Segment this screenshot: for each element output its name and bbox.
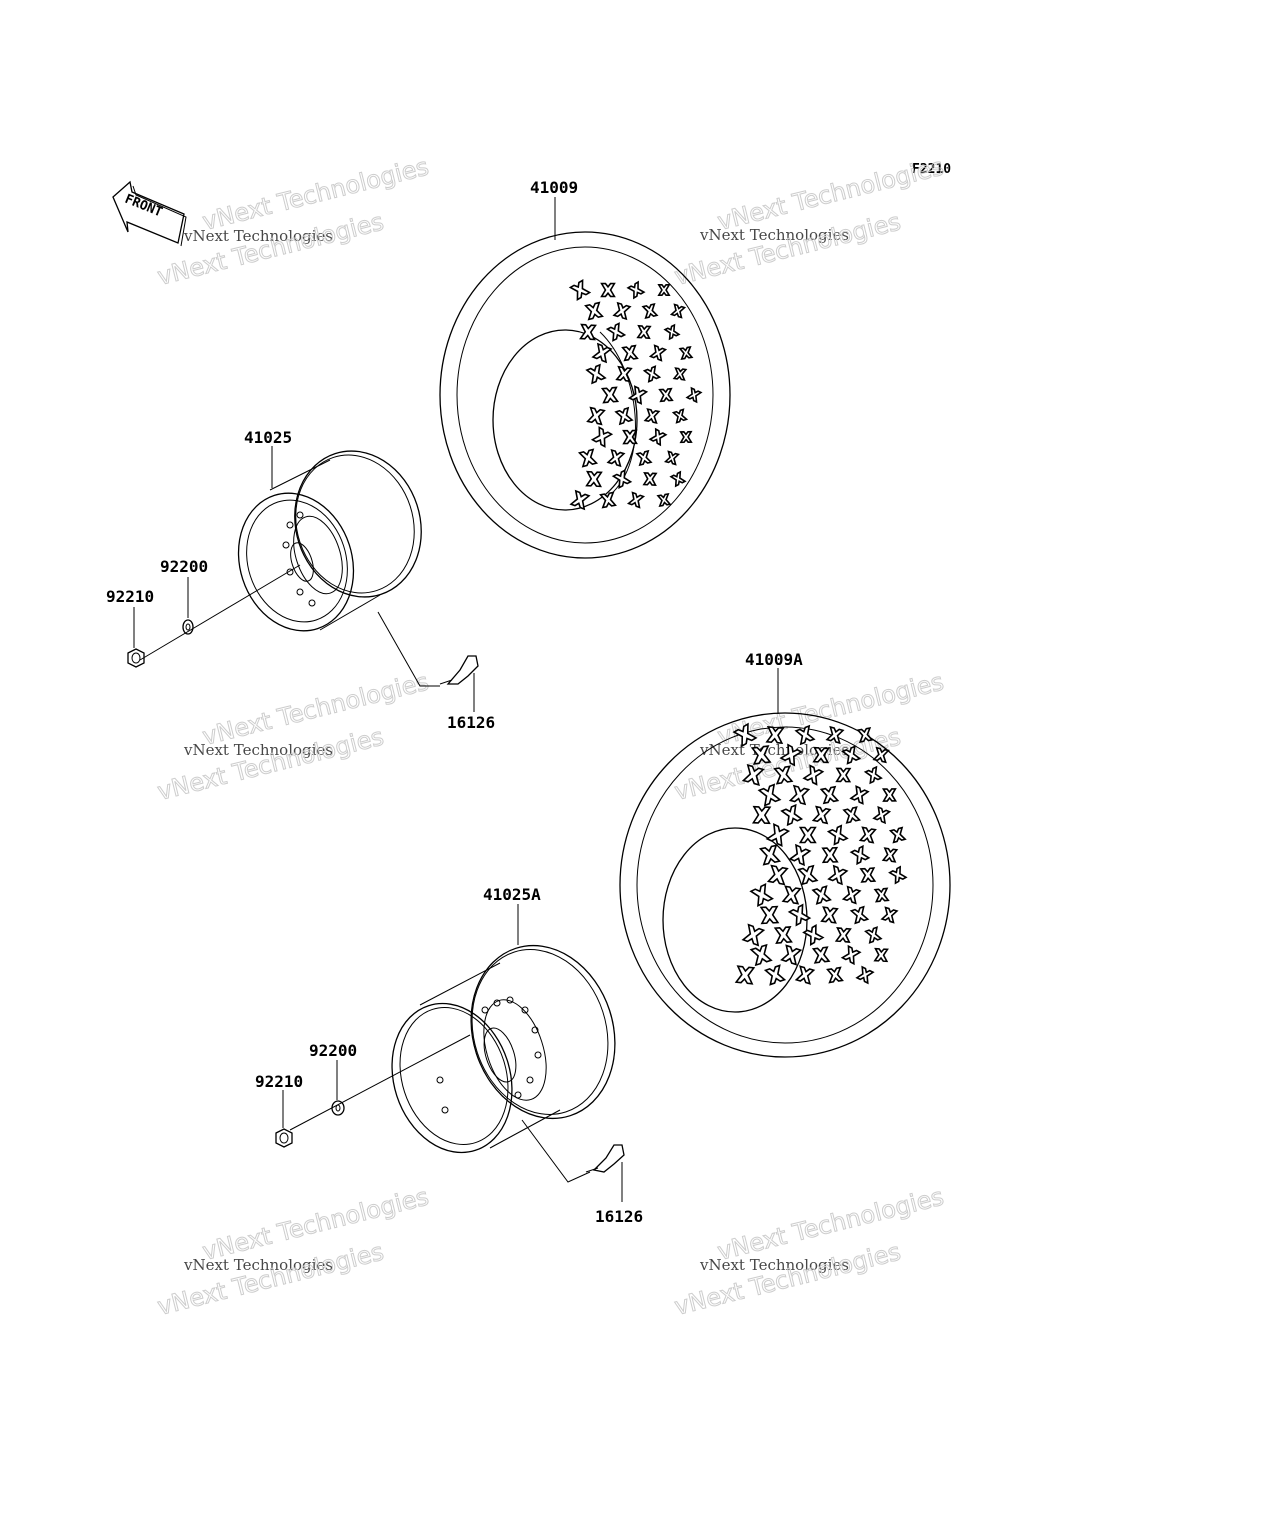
watermark-text: vNext Technologies (672, 1238, 904, 1321)
watermark-text: vNext Technologies (699, 741, 849, 759)
watermark-text: vNext Technologies (699, 226, 849, 244)
watermark-text: vNext Technologies (183, 1256, 333, 1274)
part-label-41025: 41025 (244, 428, 292, 447)
tread-pattern (568, 279, 703, 511)
front-tire[interactable] (439, 231, 731, 559)
front-wheel[interactable] (221, 434, 440, 645)
front-nut[interactable] (127, 648, 145, 668)
part-label-41009a: 41009A (745, 650, 803, 669)
watermark-text: vNext Technologies (155, 723, 387, 806)
part-label-16126: 16126 (447, 713, 495, 732)
part-label-41009: 41009 (530, 178, 578, 197)
front-valve[interactable] (439, 655, 479, 685)
part-label-16126-rear: 16126 (595, 1207, 643, 1226)
front-label: FRONT (123, 192, 165, 221)
front-arrow-icon: FRONT (112, 180, 187, 247)
watermark-text: vNext Technologies (183, 741, 333, 759)
watermark-text: vNext Technologies (672, 208, 904, 291)
rear-wheel[interactable] (373, 927, 636, 1169)
watermark-text: vNext Technologies (155, 208, 387, 291)
part-label-92200: 92200 (160, 557, 208, 576)
rear-washer[interactable] (331, 1100, 345, 1116)
part-label-92210: 92210 (106, 587, 154, 606)
watermark-text: vNext Technologies (155, 1238, 387, 1321)
diagram-code: F2210 (912, 162, 951, 177)
part-label-92210-rear: 92210 (255, 1072, 303, 1091)
watermark-text: vNext Technologies (183, 227, 333, 245)
rear-valve[interactable] (585, 1144, 625, 1173)
watermark-text: vNext Technologies (699, 1256, 849, 1274)
rear-tire[interactable] (619, 712, 951, 1058)
part-label-41025a: 41025A (483, 885, 541, 904)
rear-nut[interactable] (275, 1128, 293, 1148)
tread-pattern (732, 722, 908, 986)
front-washer[interactable] (182, 619, 194, 635)
watermark-group: vNext Technologies vNext Technologies vN… (154, 152, 947, 1321)
part-label-92200-rear: 92200 (309, 1041, 357, 1060)
